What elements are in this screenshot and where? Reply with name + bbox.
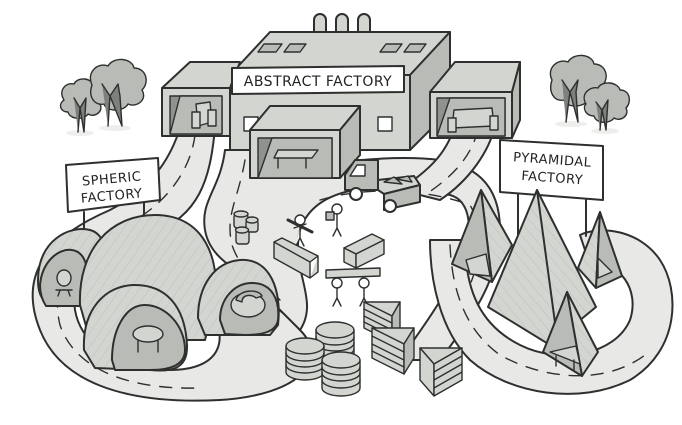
brick-stack [343, 233, 385, 269]
worker-carrying-box [325, 203, 343, 237]
triangular-table-product [549, 345, 581, 371]
round-product-stacks [285, 321, 361, 397]
spheric-factory: SPHERIC FACTORY [37, 157, 280, 372]
lumber-stack [273, 237, 319, 279]
triangular-product-stacks [363, 301, 463, 397]
pyramidal-factory-sign: PYRAMIDAL FACTORY [499, 139, 604, 237]
sofa-product [447, 107, 499, 133]
round-sofa-product [230, 290, 266, 318]
abstract-factory-label: ABSTRACT FACTORY [244, 74, 392, 90]
road-right-loop [399, 124, 674, 395]
pyramidal-sign-line-2: FACTORY [521, 169, 584, 188]
table-product [273, 149, 319, 169]
pyramidal-factory: PYRAMIDAL FACTORY [451, 139, 623, 377]
armchair-product [191, 101, 217, 129]
round-chair-product [55, 269, 73, 297]
delivery-truck [344, 159, 421, 213]
barrels [233, 210, 259, 245]
triangular-chair-product [465, 253, 491, 277]
worker-carrying-planks [286, 214, 314, 247]
trees-right [549, 54, 631, 134]
abstract-factory-building: ABSTRACT FACTORY [161, 13, 521, 179]
spheric-sign-line-2: FACTORY [80, 186, 143, 206]
trees-left [59, 58, 147, 136]
workers-carrying-beam [325, 267, 381, 307]
triangular-sofa-product [597, 257, 613, 279]
spheric-sign-line-1: SPHERIC [81, 169, 142, 189]
spheric-factory-sign: SPHERIC FACTORY [65, 157, 161, 229]
pyramidal-sign-line-1: PYRAMIDAL [513, 150, 592, 170]
round-table-product [132, 325, 164, 353]
abstract-factory-sign: ABSTRACT FACTORY [231, 65, 405, 95]
work-yard [233, 203, 385, 307]
